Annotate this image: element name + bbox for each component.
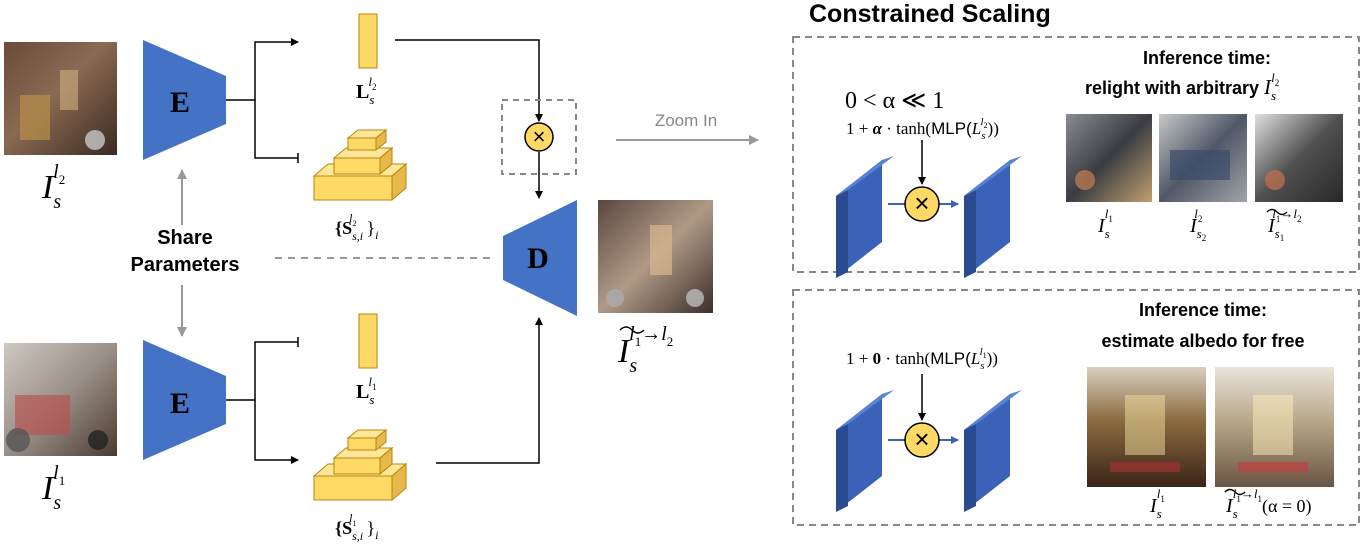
relight-image-3	[1255, 114, 1343, 202]
relight-image-2	[1159, 114, 1247, 202]
relight-caption-1: Isl1	[1097, 206, 1113, 241]
svg-text:Zoom In: Zoom In	[655, 111, 717, 130]
zoom-in-arrow: Zoom In	[616, 111, 759, 145]
albedo-caption-2-tilde	[1224, 488, 1246, 496]
panel-albedo	[792, 289, 1360, 526]
light-label-top: Lsl2	[356, 74, 377, 107]
encoder-top: E	[143, 40, 226, 160]
alpha-constraint: 0 < α ≪ 1	[845, 88, 944, 114]
panel-relight	[792, 36, 1360, 273]
albedo-image-output	[1215, 367, 1334, 487]
light-vector-top: Lsl2	[356, 13, 378, 107]
decoder-label: D	[527, 242, 549, 275]
input-image-top	[4, 42, 117, 155]
albedo-caption-1: Isl1	[1149, 486, 1165, 521]
encoder-bottom-label: E	[170, 387, 190, 420]
shading-label-top: {Ss,il2}i	[335, 211, 378, 243]
multiply-node-top-panel: ×	[904, 186, 940, 222]
input-label-bottom: Isl1	[41, 462, 65, 514]
encoder-bottom: E	[143, 340, 226, 460]
albedo-caption-2: Isl1→l1(α = 0)	[1225, 486, 1312, 521]
encoder-top-label: E	[170, 86, 190, 119]
output-tilde	[619, 326, 645, 334]
input-image-bottom	[4, 343, 117, 456]
share-parameters: Share Parameters	[131, 169, 490, 337]
share-parameters-line2: Parameters	[131, 254, 240, 276]
shading-pyramid-bottom	[312, 428, 408, 502]
formula-relight: 1 + α · tanh(MLP(Lsl2))	[846, 116, 999, 142]
feature-map-right-bottom	[964, 390, 1022, 512]
panel-relight-heading-2: relight with arbitrary Isl2	[1085, 70, 1279, 103]
panel-albedo-heading-1: Inference time:	[1139, 300, 1267, 320]
multiply-node-bottom-panel: ×	[904, 422, 940, 458]
relight-caption-3: Is1l1→l2	[1267, 206, 1301, 243]
light-vector-bottom: Lsl1	[356, 313, 378, 407]
decoder: D	[503, 200, 577, 316]
feature-map-right-top	[964, 156, 1022, 278]
multiply-node-main: ×	[524, 122, 554, 152]
relight-caption-2: Is2l2	[1189, 206, 1206, 243]
albedo-image-input	[1087, 367, 1206, 487]
panel-albedo-heading-2: estimate albedo for free	[1101, 331, 1304, 351]
light-to-multiply-wire	[395, 39, 543, 464]
section-title: Constrained Scaling	[809, 0, 1051, 28]
feature-map-left-top	[836, 156, 894, 278]
top-branch-wires	[226, 38, 299, 163]
share-parameters-line1: Share	[157, 227, 213, 249]
shading-pyramid-top	[312, 128, 408, 202]
bottom-branch-wires	[226, 337, 299, 464]
panel-relight-heading-1: Inference time:	[1143, 48, 1271, 68]
input-label-top: Isl2	[41, 161, 65, 213]
shading-label-bottom: {Ss,il1}i	[335, 511, 378, 543]
zoom-region-box	[501, 99, 577, 175]
relight-caption-3-tilde	[1266, 208, 1288, 216]
output-label: Isl1→l2	[617, 323, 673, 377]
light-label-bottom: Lsl1	[356, 374, 377, 407]
svg-text:×: ×	[914, 424, 929, 454]
output-image	[598, 200, 713, 313]
svg-text:×: ×	[533, 124, 546, 149]
svg-text:×: ×	[914, 188, 929, 218]
feature-map-left-bottom	[836, 390, 894, 512]
relight-image-1	[1066, 114, 1152, 202]
formula-albedo: 1 + 0 · tanh(MLP(Lsl1))	[846, 346, 998, 372]
